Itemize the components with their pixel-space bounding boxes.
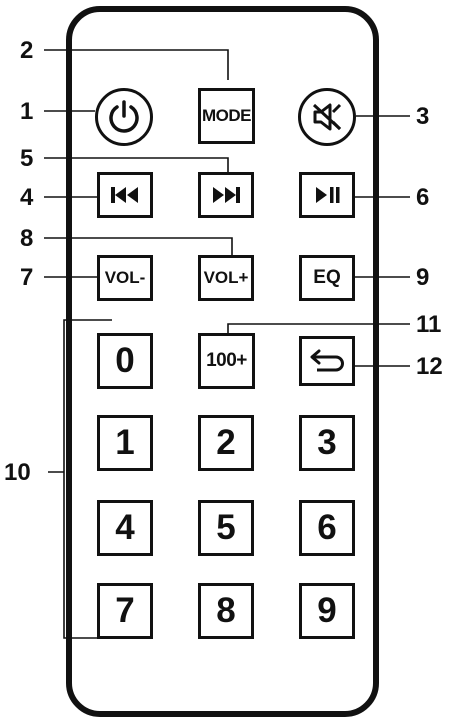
hundred-plus-button[interactable]: 100+ (198, 333, 255, 389)
leader-line-5 (44, 157, 229, 172)
callout-8: 8 (20, 225, 34, 252)
callout-5: 5 (20, 145, 34, 172)
mute-button[interactable] (298, 88, 356, 146)
callout-11: 11 (416, 311, 442, 338)
digit-5-button[interactable]: 5 (198, 500, 254, 556)
callout-10: 10 (4, 459, 31, 486)
next-track-button[interactable] (198, 172, 254, 218)
play-pause-icon (313, 185, 341, 205)
skip-next-icon (210, 185, 242, 205)
digit-9-button[interactable]: 9 (299, 583, 355, 639)
digit-0-button[interactable]: 0 (97, 333, 153, 389)
digit-3-button[interactable]: 3 (299, 415, 355, 471)
callout-4: 4 (20, 184, 34, 211)
callout-3: 3 (416, 103, 430, 130)
volume-down-button[interactable]: VOL- (97, 255, 153, 301)
digit-8-button[interactable]: 8 (198, 583, 254, 639)
back-button[interactable] (299, 336, 355, 386)
callout-2: 2 (20, 37, 34, 64)
callout-12: 12 (416, 353, 443, 380)
mode-button[interactable]: MODE (198, 88, 255, 144)
leader-line-11 (227, 323, 410, 333)
previous-track-button[interactable] (97, 172, 153, 218)
volume-up-button[interactable]: VOL+ (198, 255, 254, 301)
return-arrow-icon (309, 349, 345, 373)
callout-9: 9 (416, 264, 430, 291)
digit-1-button[interactable]: 1 (97, 415, 153, 471)
leader-line-8 (44, 237, 233, 255)
skip-previous-icon (109, 185, 141, 205)
leader-line-2 (44, 49, 229, 80)
power-icon (106, 99, 142, 135)
power-button[interactable] (95, 88, 153, 146)
play-pause-button[interactable] (299, 172, 355, 218)
leader-line-10 (48, 319, 112, 639)
callout-1: 1 (20, 98, 34, 125)
digit-4-button[interactable]: 4 (97, 500, 153, 556)
callout-6: 6 (416, 184, 430, 211)
digit-7-button[interactable]: 7 (97, 583, 153, 639)
digit-2-button[interactable]: 2 (198, 415, 254, 471)
callout-7: 7 (20, 264, 34, 291)
speaker-mute-icon (309, 99, 345, 135)
digit-6-button[interactable]: 6 (299, 500, 355, 556)
eq-button[interactable]: EQ (299, 255, 355, 301)
